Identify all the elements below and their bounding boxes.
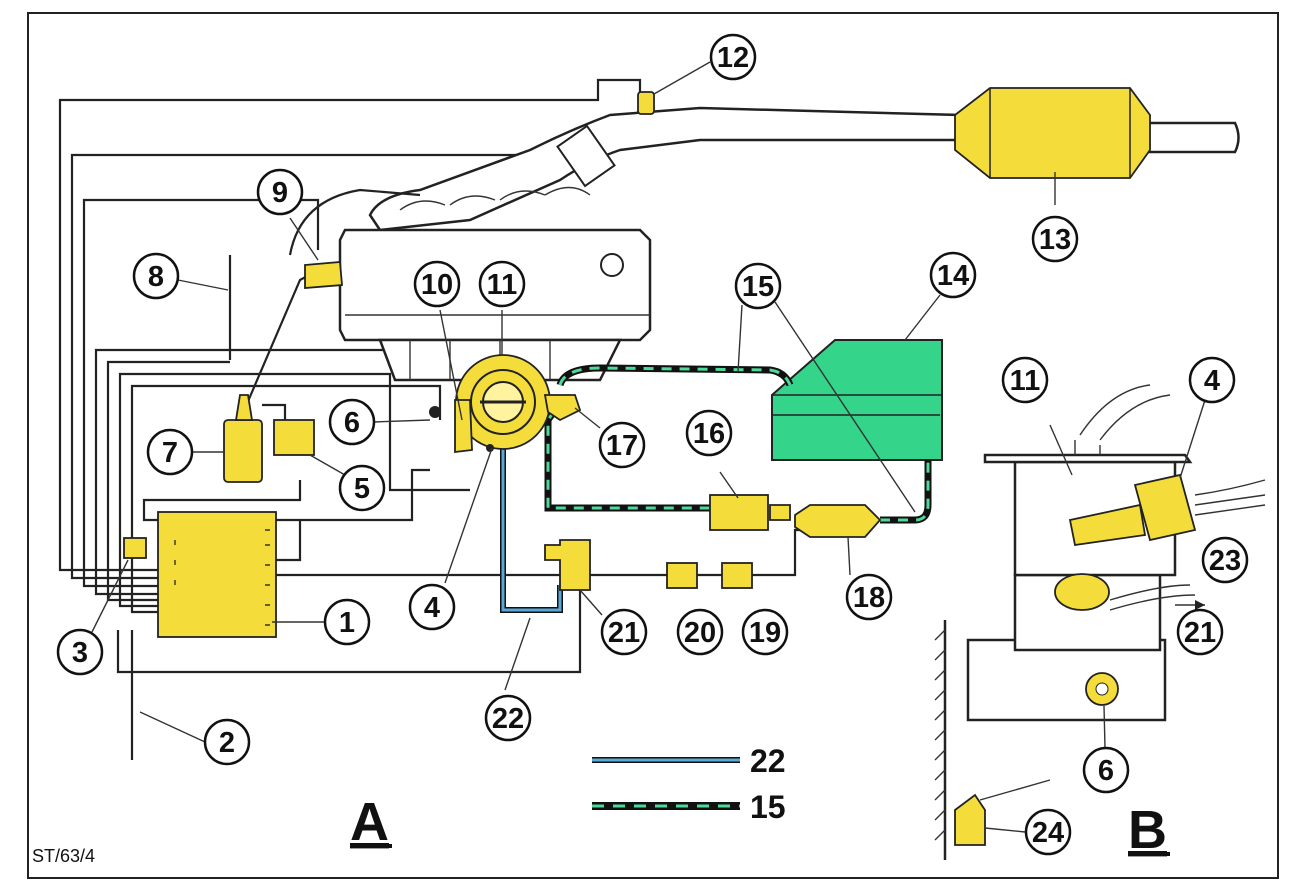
callout-6: 6 (328, 398, 376, 446)
callout-9: 9 (256, 168, 304, 216)
callout-19: 19 (741, 608, 789, 656)
svg-text:22: 22 (750, 743, 786, 779)
ignition-coil (223, 394, 263, 483)
purge-valve (709, 494, 769, 531)
svg-text:20: 20 (684, 617, 716, 649)
callout-20: 20 (676, 608, 724, 656)
callout-21: 21 (600, 608, 648, 656)
svg-text:13: 13 (1039, 224, 1071, 256)
svg-text:11: 11 (487, 269, 518, 301)
callout-16: 16 (685, 409, 733, 457)
callout-24: 24 (1024, 808, 1072, 856)
view-b-throttle-detail (934, 384, 1266, 860)
distributor-sensor (304, 261, 343, 289)
purge-port (543, 394, 582, 422)
svg-text:21: 21 (608, 617, 640, 649)
callout-11: 11 (478, 260, 526, 308)
relay-19 (721, 562, 753, 589)
drawing-code: ST/63/4 (32, 846, 95, 866)
view-label-a: A (350, 792, 389, 852)
idle-control-module (273, 419, 315, 456)
legend: 22 15 (592, 743, 786, 825)
svg-text:23: 23 (1209, 545, 1241, 577)
callout-4-b: 4 (1188, 356, 1236, 404)
callout-7: 7 (146, 428, 194, 476)
callout-14: 14 (929, 251, 977, 299)
svg-text:14: 14 (937, 260, 969, 292)
leader-lines (91, 61, 1206, 833)
svg-text:21: 21 (1184, 617, 1216, 649)
svg-text:6: 6 (344, 407, 360, 439)
svg-text:6: 6 (1098, 755, 1114, 787)
svg-text:4: 4 (1204, 365, 1220, 397)
callout-5: 5 (338, 464, 386, 512)
callout-15: 15 (734, 262, 782, 310)
callout-11-b: 11 (1001, 356, 1049, 404)
svg-text:5: 5 (354, 473, 370, 505)
oxygen-sensor (637, 91, 655, 115)
callout-21-b: 21 (1176, 608, 1224, 656)
svg-text:9: 9 (272, 177, 288, 209)
callout-6-b: 6 (1082, 746, 1130, 794)
svg-text:22: 22 (492, 703, 524, 735)
svg-text:1: 1 (339, 607, 355, 639)
svg-text:18: 18 (853, 582, 885, 614)
legend-vacuum-line: 22 (592, 743, 786, 779)
ecu (157, 511, 277, 638)
catalytic-converter (954, 87, 1151, 179)
svg-text:10: 10 (421, 269, 453, 301)
callout-18: 18 (845, 573, 893, 621)
callout-1: 1 (323, 598, 371, 646)
exhaust-system (288, 87, 1240, 256)
callout-8: 8 (132, 252, 180, 300)
svg-text:15: 15 (750, 789, 786, 825)
svg-text:4: 4 (424, 592, 440, 624)
callouts: 1 2 3 4 5 6 7 8 9 10 11 12 13 14 15 16 1… (56, 33, 1249, 856)
callout-10: 10 (413, 260, 461, 308)
carbon-canister (771, 339, 943, 461)
callout-22: 22 (484, 694, 532, 742)
svg-text:7: 7 (162, 437, 178, 469)
svg-text:11: 11 (1010, 365, 1041, 397)
svg-text:24: 24 (1032, 817, 1064, 849)
svg-text:3: 3 (72, 637, 88, 669)
legend-vapor-line: 15 (592, 789, 786, 825)
view-label-b: B (1128, 800, 1167, 860)
callout-2: 2 (203, 718, 251, 766)
callout-3: 3 (56, 628, 104, 676)
callout-23: 23 (1201, 536, 1249, 584)
callout-17: 17 (598, 421, 646, 469)
temperature-sensor (123, 537, 147, 559)
sensor-24 (954, 793, 986, 846)
diagram-frame (27, 12, 1279, 879)
vacuum-line (500, 440, 563, 613)
callout-4: 4 (408, 583, 456, 631)
svg-text:17: 17 (606, 430, 638, 462)
callout-12: 12 (709, 33, 757, 81)
svg-text:12: 12 (717, 42, 749, 74)
svg-text:8: 8 (148, 261, 164, 293)
svg-text:2: 2 (219, 727, 235, 759)
svg-text:19: 19 (749, 617, 781, 649)
fuel-filter (794, 504, 882, 538)
svg-text:15: 15 (742, 271, 774, 303)
callout-13: 13 (1031, 215, 1079, 263)
map-sensor (544, 539, 591, 591)
relay-20 (666, 562, 698, 589)
throttle-body (429, 354, 582, 454)
svg-text:16: 16 (693, 418, 725, 450)
